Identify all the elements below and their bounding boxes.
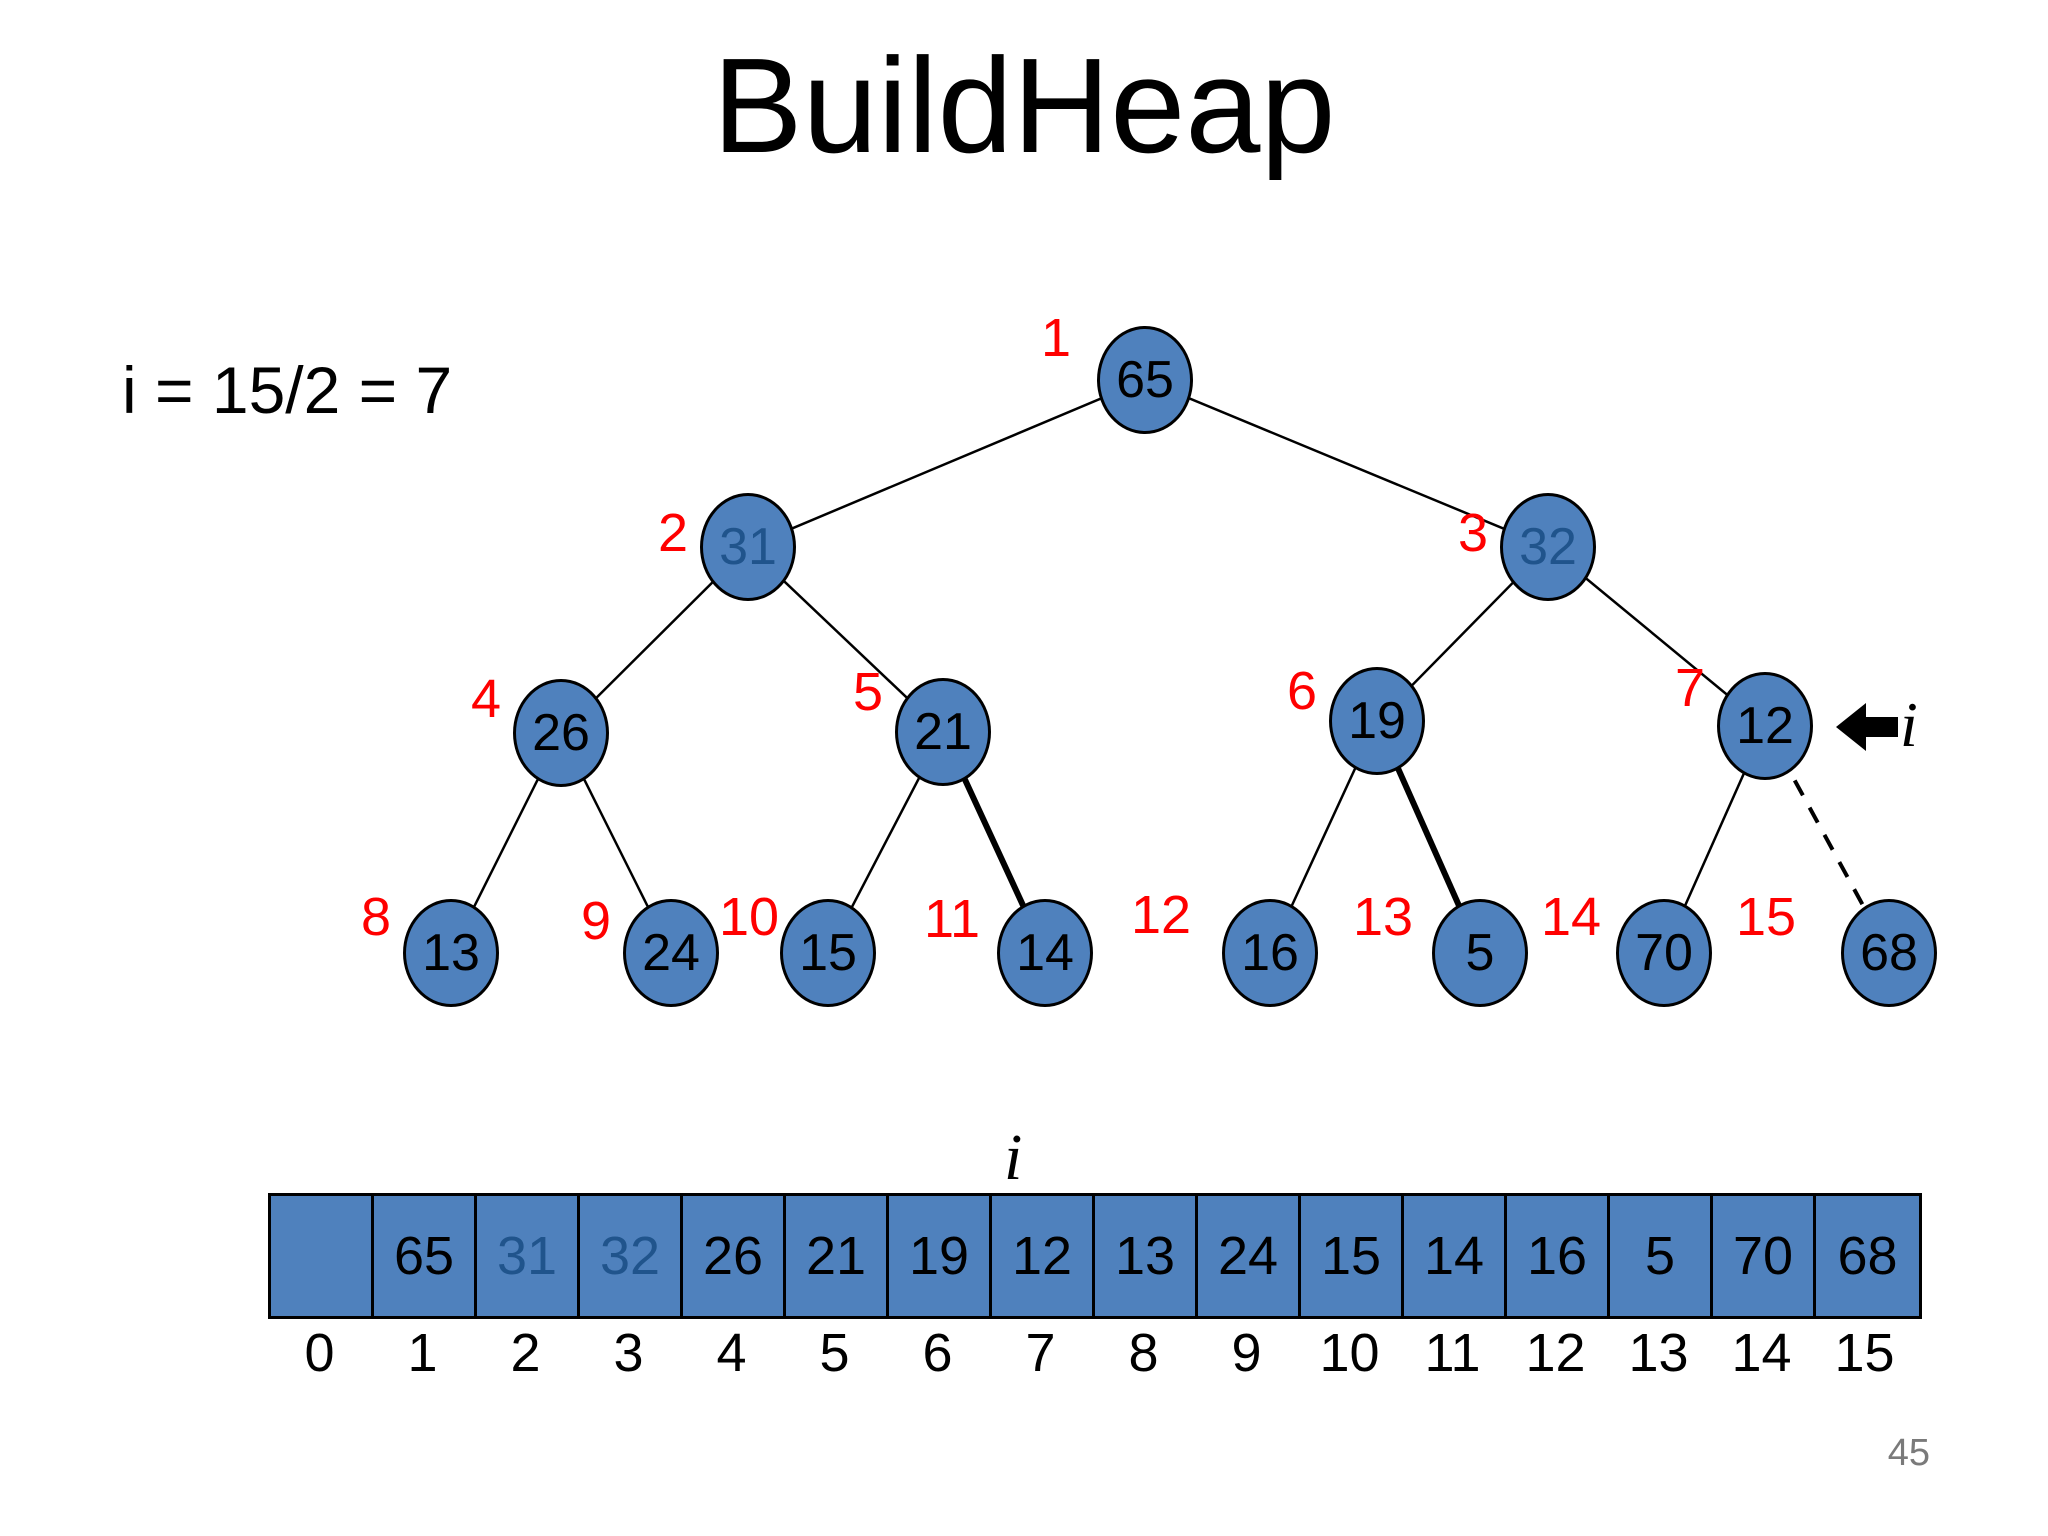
node-value: 31 [719, 518, 777, 576]
node-index-label: 14 [1540, 887, 1602, 947]
array-index: 12 [1525, 1323, 1586, 1383]
array-index: 5 [819, 1323, 850, 1383]
array-cell: 14 [1404, 1196, 1507, 1316]
node-index-label: 6 [1286, 661, 1318, 721]
array-cell: 5 [1610, 1196, 1713, 1316]
page-title: BuildHeap [712, 30, 1336, 181]
array-index: 10 [1319, 1323, 1380, 1383]
tree-node: 13 5 [1353, 887, 1528, 1007]
node-value: 15 [799, 924, 857, 982]
tree-node: 7 12 [1675, 658, 1813, 780]
node-index-label: 3 [1457, 503, 1489, 563]
tree-node: 6 19 [1287, 661, 1425, 775]
node-value: 68 [1860, 924, 1918, 982]
tree-node: 2 31 [658, 493, 796, 601]
tree-node: 11 14 [924, 889, 1093, 1007]
node-index-label: 9 [580, 891, 612, 951]
tree-node: 12 16 [1131, 885, 1318, 1007]
array-cell: 31 [477, 1196, 580, 1316]
tree-edge [747, 378, 1146, 549]
tree-edge [1144, 378, 1549, 549]
array-cell: 26 [683, 1196, 786, 1316]
array-cell: 65 [374, 1196, 477, 1316]
tree-node: 9 24 [581, 891, 719, 1007]
array-cell: 68 [1837, 1226, 1898, 1286]
array-index: 4 [716, 1323, 747, 1383]
tree-node: 10 15 [719, 887, 876, 1007]
node-value: 65 [1116, 351, 1174, 409]
node-value: 5 [1465, 924, 1495, 982]
node-value: 19 [1348, 692, 1406, 750]
array-index: 8 [1128, 1323, 1159, 1383]
tree-node: 3 32 [1458, 493, 1596, 601]
i-arrow-icon [1836, 703, 1898, 751]
array-index: 2 [510, 1323, 541, 1383]
tree-node: 4 26 [471, 669, 609, 787]
node-index-label: 5 [852, 662, 884, 722]
array-cell: 32 [580, 1196, 683, 1316]
node-value: 26 [532, 704, 590, 762]
node-index-label: 11 [923, 889, 981, 949]
array-index: 11 [1424, 1323, 1481, 1383]
iteration-formula: i = 15/2 = 7 [122, 353, 453, 427]
array-index: 14 [1731, 1323, 1792, 1383]
array-cell: 19 [889, 1196, 992, 1316]
node-index-label: 10 [718, 887, 780, 947]
node-value: 24 [642, 924, 700, 982]
array-index: 6 [922, 1323, 953, 1383]
array-cell: 13 [1095, 1196, 1198, 1316]
array-cell: 16 [1507, 1196, 1610, 1316]
node-index-label: 7 [1674, 658, 1706, 718]
node-value: 21 [914, 703, 972, 761]
node-index-label: 15 [1735, 887, 1797, 947]
array-cell [271, 1196, 374, 1316]
array-index: 1 [407, 1323, 438, 1383]
page-number: 45 [1887, 1432, 1930, 1474]
array-cell: 21 [786, 1196, 889, 1316]
array-index: 3 [613, 1323, 644, 1383]
node-value: 70 [1635, 924, 1693, 982]
tree-i-pointer-label: i [1900, 689, 1918, 760]
array-index: 0 [304, 1323, 335, 1383]
node-index-label: 1 [1040, 308, 1072, 368]
node-value: 13 [422, 924, 480, 982]
array-index: 7 [1025, 1323, 1056, 1383]
tree-node: 14 70 [1541, 887, 1712, 1007]
node-index-label: 13 [1352, 887, 1414, 947]
array-i-pointer-label: i [1004, 1121, 1023, 1194]
node-value: 12 [1736, 697, 1794, 755]
node-value: 14 [1016, 924, 1074, 982]
array-index: 9 [1231, 1323, 1262, 1383]
tree-node: 1 65 [1041, 308, 1193, 434]
node-index-label: 2 [657, 503, 689, 563]
array-index-row: 0 1 2 3 4 5 6 7 8 9 10 11 12 13 14 15 [268, 1322, 1916, 1386]
array-cell: 24 [1198, 1196, 1301, 1316]
node-index-label: 8 [360, 887, 392, 947]
array-index: 15 [1834, 1323, 1895, 1383]
node-index-label: 4 [470, 669, 502, 729]
tree-node: 15 68 [1736, 887, 1937, 1007]
array-cell: 12 [992, 1196, 1095, 1316]
tree-node: 5 21 [853, 662, 991, 786]
array-cell: 70 [1713, 1196, 1816, 1316]
array-index: 13 [1628, 1323, 1689, 1383]
tree-node: 8 13 [361, 887, 499, 1007]
array-cell: 15 [1301, 1196, 1404, 1316]
node-index-label: 12 [1130, 885, 1192, 945]
node-value: 16 [1241, 924, 1299, 982]
node-value: 32 [1519, 518, 1577, 576]
heap-array: 65 31 32 26 21 19 12 13 24 15 14 16 5 70… [268, 1193, 1922, 1319]
